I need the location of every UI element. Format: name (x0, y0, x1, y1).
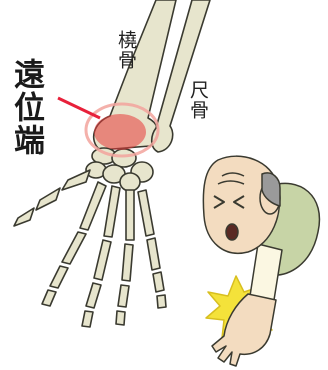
open-mouth (226, 224, 238, 240)
elderly-man-falling-icon (203, 156, 319, 366)
thumb-bones (14, 170, 90, 226)
skeleton-hand-icon (14, 0, 210, 327)
shirt-arm (250, 244, 282, 300)
ulna-label: 尺骨 (188, 80, 207, 120)
radius-label: 橈骨 (116, 30, 135, 70)
little-finger-bones (138, 190, 166, 308)
distal-end-pointer-line (58, 98, 100, 118)
distal-end-label: 遠位端 (10, 58, 41, 157)
ring-finger-bones (116, 190, 134, 325)
